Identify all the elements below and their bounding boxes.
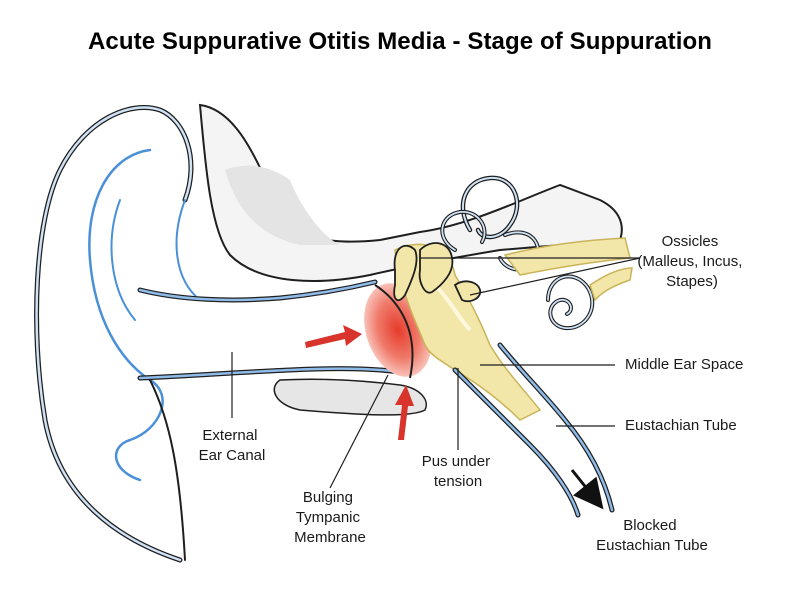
eustachian-tube <box>452 342 615 518</box>
label-middle-ear: Middle Ear Space <box>625 356 743 373</box>
blocked-arrow <box>570 469 604 510</box>
pressure-arrow-bottom <box>395 385 414 440</box>
label-eustachian-tube: Eustachian Tube <box>625 417 737 434</box>
label-bulging-tympanic-membrane: Bulging Tympanic Membrane <box>294 489 366 546</box>
auricle <box>34 105 201 563</box>
label-blocked-eustachian-tube: Blocked Eustachian Tube <box>596 517 708 554</box>
leader-lines <box>231 257 641 489</box>
label-external-ear-canal: External Ear Canal <box>199 427 266 464</box>
external-ear-canal <box>137 279 403 381</box>
pressure-arrow-left <box>305 325 362 348</box>
labels: Ossicles (Malleus, Incus, Stapes) Middle… <box>199 233 746 554</box>
auditory-nerve <box>503 237 633 302</box>
ossicles <box>393 242 482 303</box>
label-pus: Pus under tension <box>422 453 495 490</box>
page-title: Acute Suppurative Otitis Media - Stage o… <box>87 28 712 55</box>
label-ossicles: Ossicles (Malleus, Incus, Stapes) <box>637 233 746 290</box>
pressure-arrows <box>305 325 414 440</box>
temporal-bone <box>198 103 623 416</box>
